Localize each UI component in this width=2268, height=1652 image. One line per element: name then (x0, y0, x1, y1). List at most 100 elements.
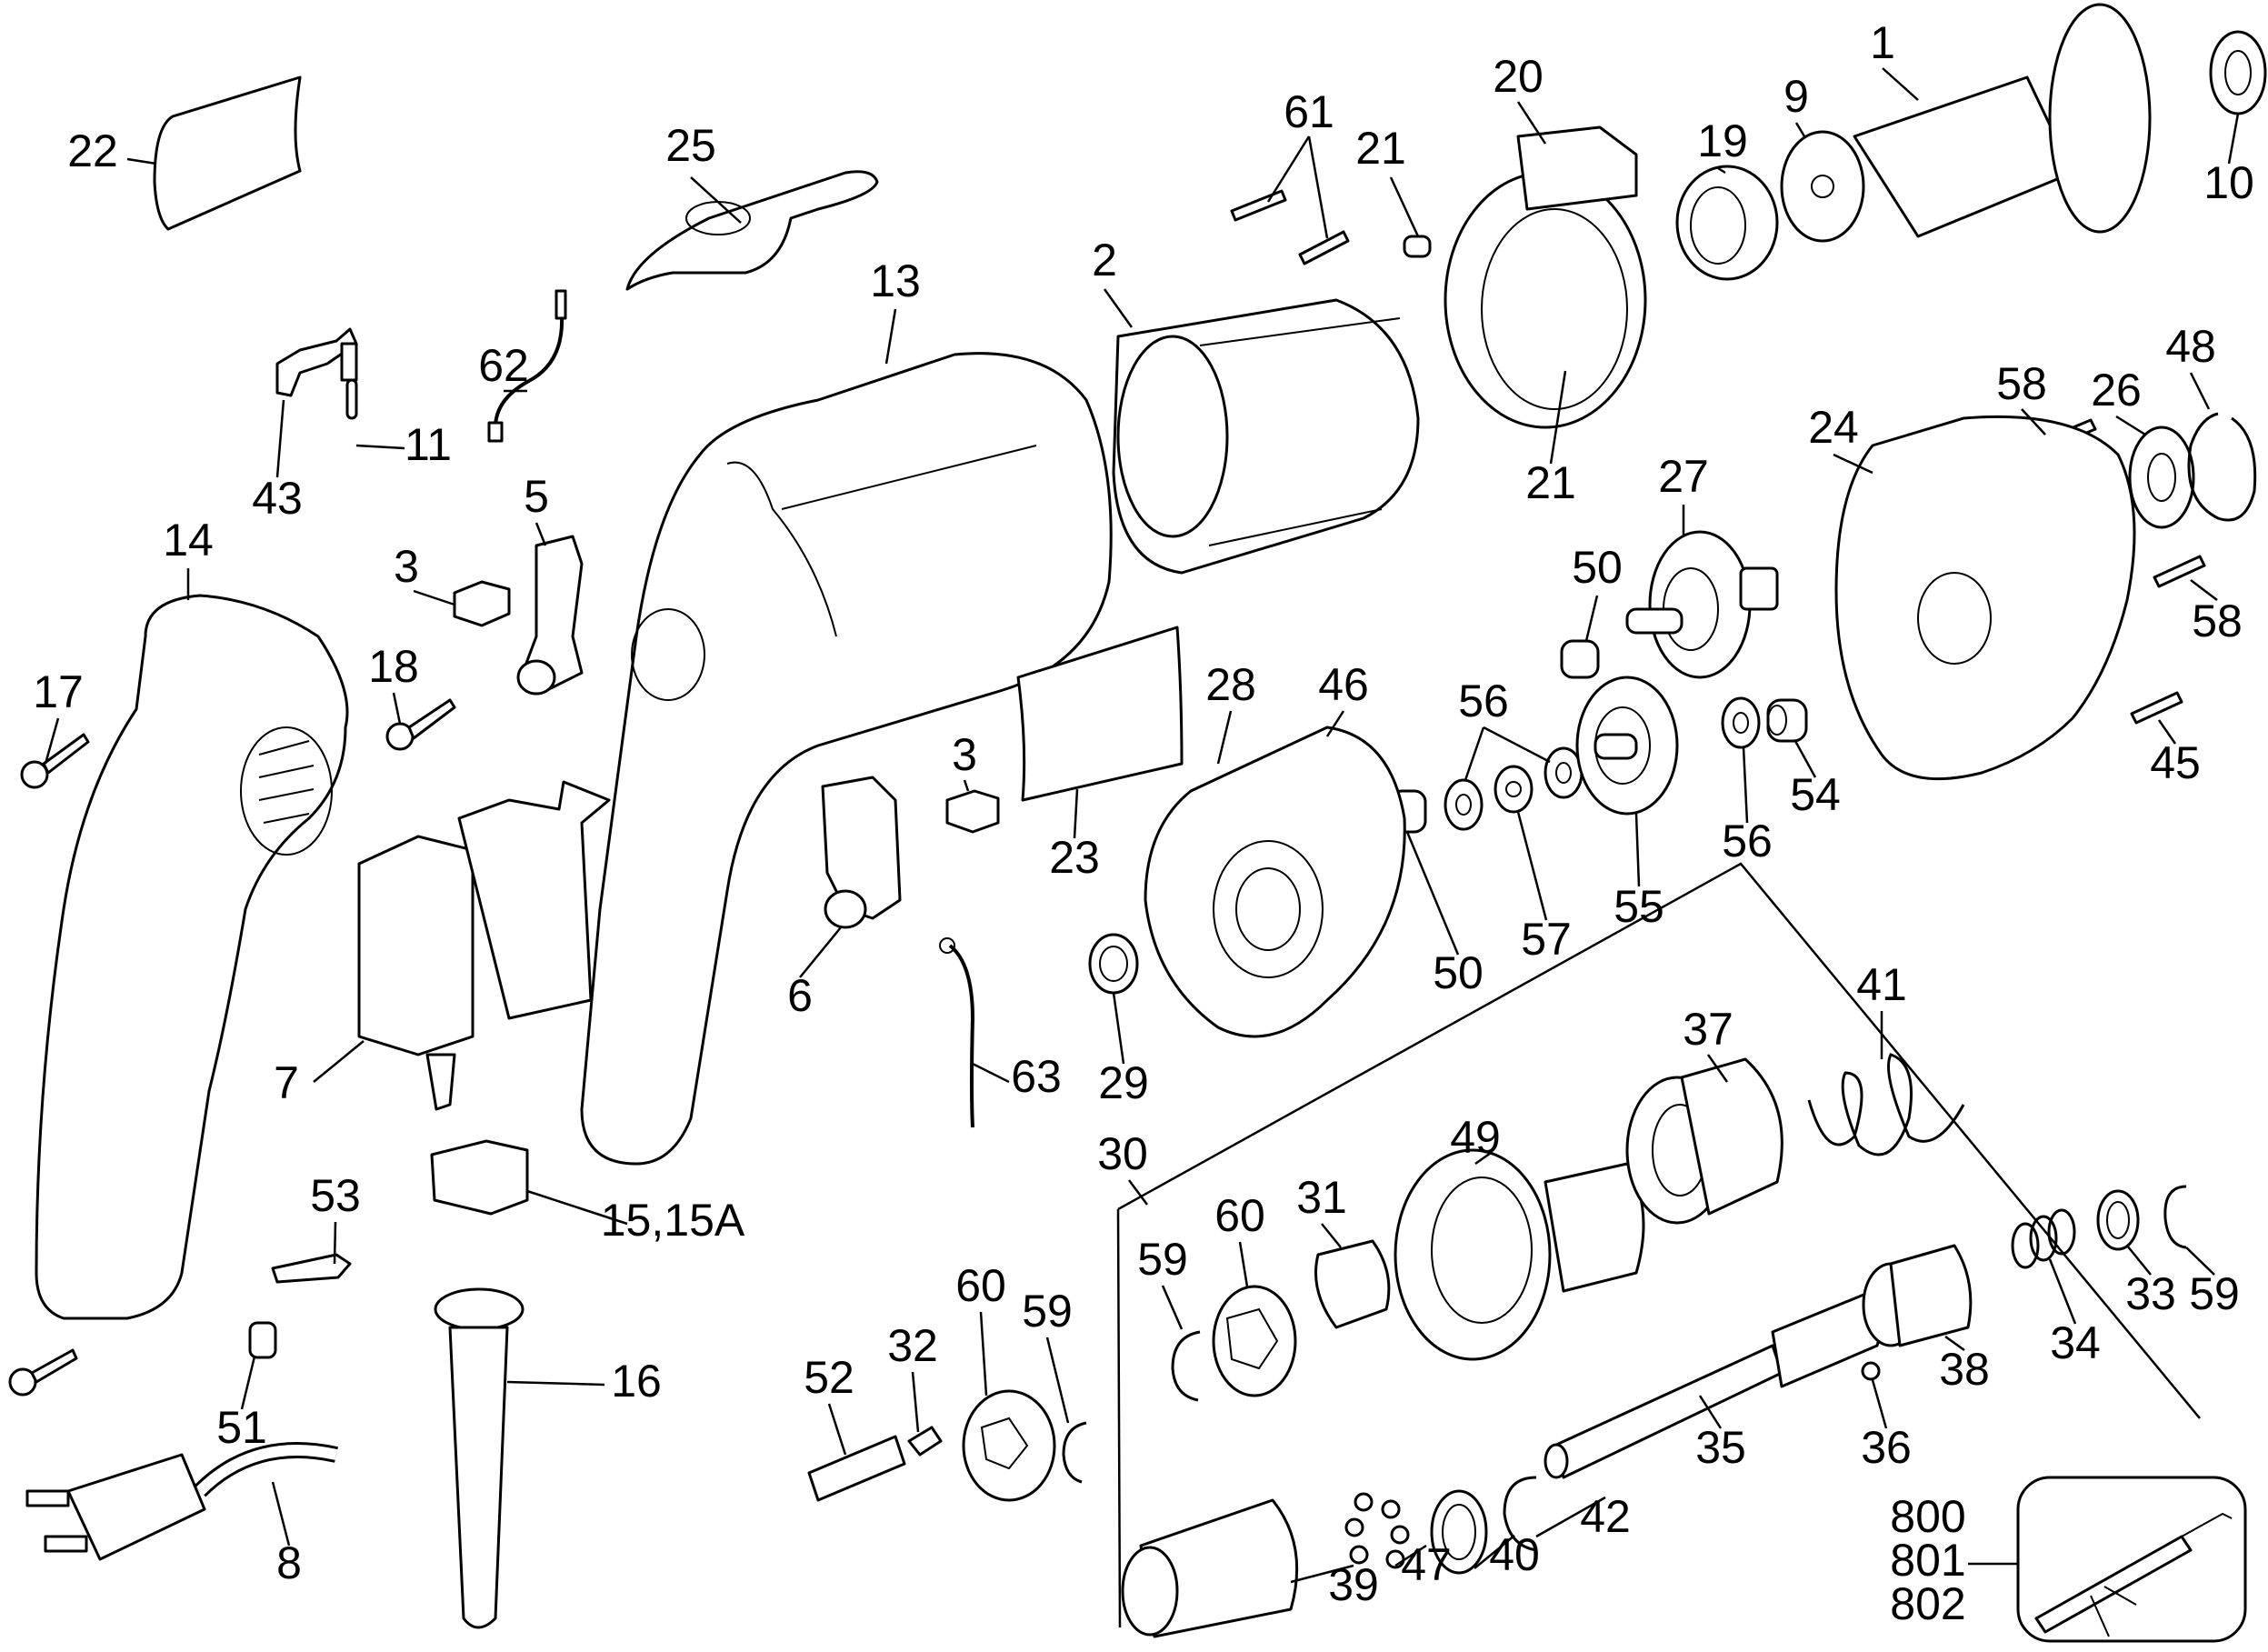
callout-8: 8 (276, 1537, 302, 1588)
callout-53: 53 (310, 1170, 361, 1221)
part-16-cord-protector (434, 1287, 525, 1629)
part-52-spring (807, 1435, 906, 1502)
callout-59-right: 59 (2189, 1268, 2240, 1319)
part-23-nameplate (1016, 626, 1184, 802)
callout-18: 18 (368, 641, 419, 692)
part-20-brush-box (1444, 125, 1647, 429)
part-29-washer (1088, 933, 1139, 995)
callout-17: 17 (33, 666, 84, 717)
part-1-armature (1853, 3, 2152, 238)
callout-30: 30 (1097, 1128, 1148, 1179)
part-7-switch (357, 780, 611, 1111)
callout-3-lower: 3 (952, 729, 977, 780)
callout-60-outer: 60 (955, 1260, 1006, 1311)
callout-48: 48 (2165, 321, 2216, 372)
callout-43: 43 (252, 473, 303, 524)
callout-27: 27 (1658, 451, 1709, 502)
part-56-washer-b (1544, 746, 1584, 799)
callout-2: 2 (1092, 235, 1117, 285)
part-31-sleeve (1314, 1239, 1391, 1329)
callout-3-upper: 3 (394, 541, 419, 592)
callout-20: 20 (1493, 51, 1544, 102)
part-56-washer-a (1444, 778, 1484, 831)
part-19-bearing (1675, 165, 1779, 281)
part-8-cord-plug (25, 1442, 338, 1561)
callout-9: 9 (1783, 71, 1809, 122)
part-22-label (153, 75, 302, 231)
callout-56-left: 56 (1458, 676, 1509, 726)
part-13-motor-housing (580, 352, 1113, 1166)
part-26-ball-bearing (2128, 426, 2195, 529)
part-24-gear-case (1834, 415, 2136, 781)
part-32-pin (907, 1426, 943, 1457)
part-59-retaining-ring-inner (1171, 1330, 1201, 1402)
callout-25: 25 (665, 120, 716, 171)
callout-22: 22 (67, 125, 118, 176)
callout-62: 62 (478, 340, 529, 391)
callout-50-upper: 50 (1572, 542, 1623, 593)
callout-35: 35 (1695, 1422, 1746, 1473)
callout-14: 14 (163, 515, 214, 566)
callout-36: 36 (1861, 1422, 1912, 1473)
callout-46: 46 (1318, 659, 1369, 710)
callout-6: 6 (787, 970, 813, 1021)
part-3-brush-lower (945, 789, 1000, 834)
callout-23: 23 (1049, 832, 1100, 883)
leader-lines (44, 67, 2240, 1584)
part-14-handle (35, 594, 349, 1320)
part-15-cord-clamp (430, 1139, 529, 1216)
callout-52: 52 (804, 1352, 854, 1403)
part-3-brush (453, 580, 511, 627)
callout-labels: 22 25 61 20 21 19 9 1 10 13 2 62 43 11 5… (33, 17, 2254, 1629)
part-35-spindle (1544, 1289, 1883, 1479)
callout-10: 10 (2203, 157, 2254, 208)
part-9-baffle (1780, 130, 1865, 243)
part-41-spring (1807, 1053, 1965, 1156)
callout-24: 24 (1808, 402, 1859, 453)
part-30-clutch-assembly-boundary (1116, 862, 2201, 1628)
part-36-ball (1861, 1361, 1881, 1381)
callout-21-upper: 21 (1355, 123, 1406, 174)
callout-32: 32 (887, 1320, 938, 1371)
callout-45: 45 (2150, 737, 2201, 788)
part-2-field (1112, 298, 1420, 575)
part-800-802-grease-kit (2016, 1476, 2247, 1643)
callout-800: 800 (1890, 1491, 1965, 1542)
callout-37: 37 (1683, 1004, 1733, 1055)
part-38-clutch (1862, 1244, 1973, 1347)
callout-57: 57 (1521, 914, 1572, 965)
callout-61: 61 (1284, 86, 1334, 137)
callout-56-right: 56 (1722, 816, 1773, 866)
callout-13: 13 (870, 255, 921, 306)
callout-34: 34 (2050, 1317, 2101, 1368)
callout-59-inner: 59 (1137, 1234, 1188, 1285)
part-61-screws (1230, 189, 1350, 265)
part-27-gear (1625, 530, 1779, 679)
callout-802: 802 (1890, 1578, 1965, 1629)
part-17-screw-lower (8, 1348, 78, 1397)
part-54-bearing (1766, 698, 1808, 743)
callout-59-outer: 59 (1022, 1286, 1073, 1337)
callout-7: 7 (274, 1057, 299, 1108)
callout-19: 19 (1697, 115, 1748, 166)
callout-60-inner: 60 (1214, 1190, 1265, 1241)
part-33-washer (2096, 1189, 2140, 1251)
part-42-retaining-ring (1503, 1476, 1537, 1552)
callout-1: 1 (1870, 17, 1895, 68)
part-11-terminal (340, 342, 358, 420)
part-48-retaining-ring (2187, 412, 2257, 522)
callout-31: 31 (1296, 1172, 1347, 1223)
part-17-screw (20, 733, 90, 789)
callout-58-lower: 58 (2192, 596, 2243, 646)
callout-16: 16 (611, 1356, 662, 1407)
callout-38: 38 (1939, 1344, 1990, 1395)
part-62-lead-wire (487, 289, 567, 443)
callout-54: 54 (1790, 769, 1841, 820)
part-51-set-screw (248, 1321, 277, 1359)
callout-55: 55 (1614, 881, 1664, 932)
callout-63: 63 (1011, 1051, 1062, 1102)
part-57-retainer (1494, 765, 1534, 814)
part-59-retaining-ring-right (2163, 1185, 2187, 1249)
callout-51: 51 (216, 1402, 267, 1453)
